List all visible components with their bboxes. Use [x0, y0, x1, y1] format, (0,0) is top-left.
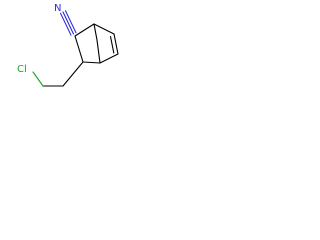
- structure-diagram: N Cl: [17, 3, 119, 87]
- chlorine-label: Cl: [17, 64, 27, 75]
- bridge-c7-c4: [96, 39, 101, 64]
- bond-c3-ch2: [62, 61, 84, 87]
- nitrile-triple-bond-1: [62, 11, 75, 35]
- nitrogen-label: N: [54, 3, 61, 14]
- bond-c6-c5-double: [109, 35, 115, 54]
- bond-c5-c4: [99, 53, 119, 64]
- bridge-c1-c7: [93, 23, 98, 41]
- nitrile-triple-bond-2: [64, 10, 77, 34]
- bond-c3-c2: [74, 35, 84, 63]
- bond-c6-c5-single: [113, 33, 119, 55]
- bond-c4-c3: [82, 61, 101, 64]
- nitrile-triple-bond-3: [59, 12, 72, 36]
- bond-c2-c1: [74, 23, 95, 37]
- bond-ch2-cl: [32, 71, 44, 87]
- bond-c1-c6: [93, 23, 115, 35]
